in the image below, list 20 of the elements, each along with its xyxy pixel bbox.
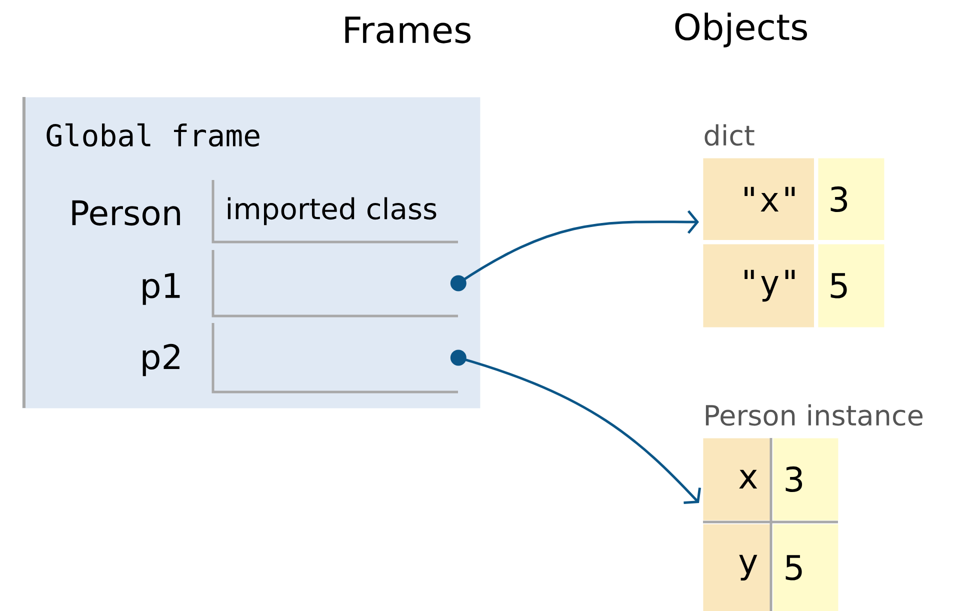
key-cell: y: [703, 524, 770, 611]
key-cell: "y": [703, 244, 814, 328]
value-cell: 3: [818, 158, 884, 240]
variable-name: p1: [142, 273, 180, 305]
pointer-arrow: [450, 210, 699, 292]
pointer-arrow: [450, 350, 702, 504]
column-heading: Objects: [675, 12, 807, 48]
object-heading: Person instance: [706, 404, 922, 426]
variable-name: p2: [142, 344, 180, 376]
object-heading: dict: [704, 124, 754, 146]
value-slot: [212, 323, 458, 394]
column-heading: Frames: [345, 16, 470, 44]
key-cell: x: [703, 438, 770, 520]
variable-name: Person: [72, 200, 180, 226]
key-cell: "x": [703, 158, 814, 240]
value-slot: imported class: [212, 180, 458, 244]
value-cell: 5: [818, 244, 884, 328]
value-cell: 3: [773, 438, 838, 520]
value-cell: 5: [773, 524, 838, 611]
value-slot: [212, 250, 458, 318]
